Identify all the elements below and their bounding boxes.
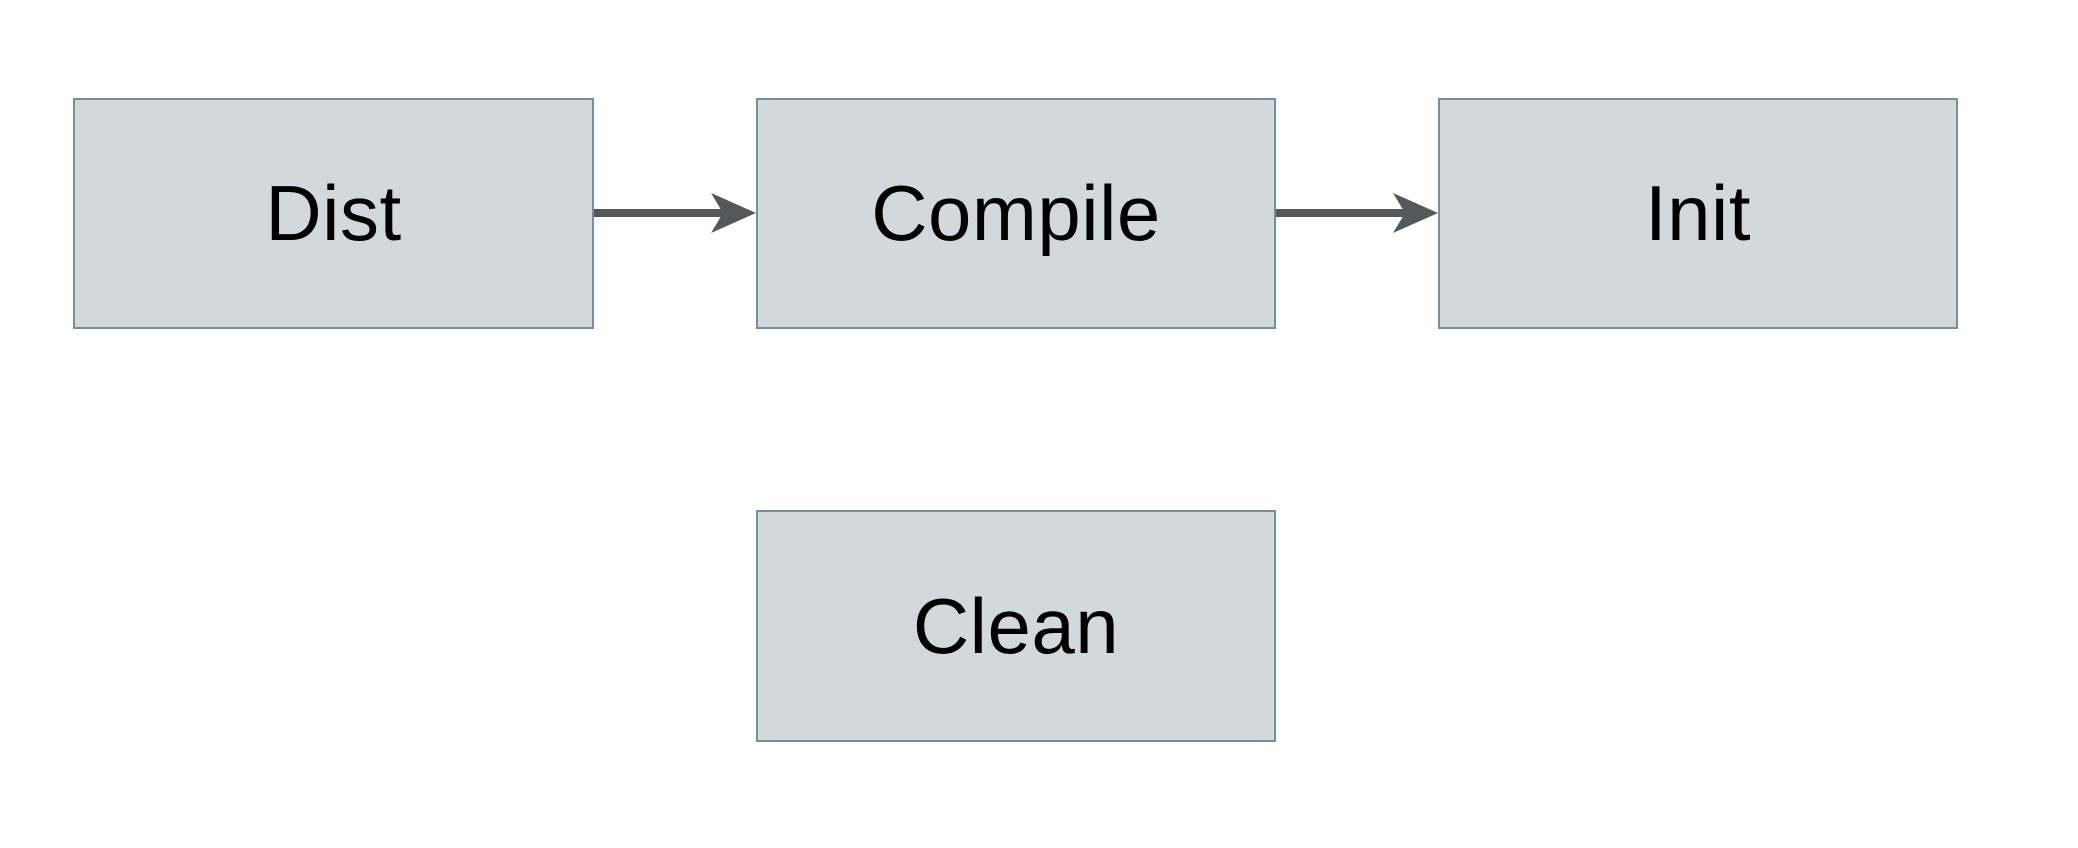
node-dist-label: Dist <box>265 169 402 257</box>
arrow-compile-to-init[interactable] <box>1276 193 1438 233</box>
arrow-dist-to-compile[interactable] <box>594 193 756 233</box>
node-clean[interactable]: Clean <box>756 510 1276 742</box>
node-compile[interactable]: Compile <box>756 98 1276 329</box>
node-clean-label: Clean <box>912 581 1120 670</box>
node-init[interactable]: Init <box>1438 98 1958 329</box>
node-dist[interactable]: Dist <box>73 98 594 329</box>
node-init-label: Init <box>1644 169 1752 257</box>
node-compile-label: Compile <box>871 169 1161 257</box>
